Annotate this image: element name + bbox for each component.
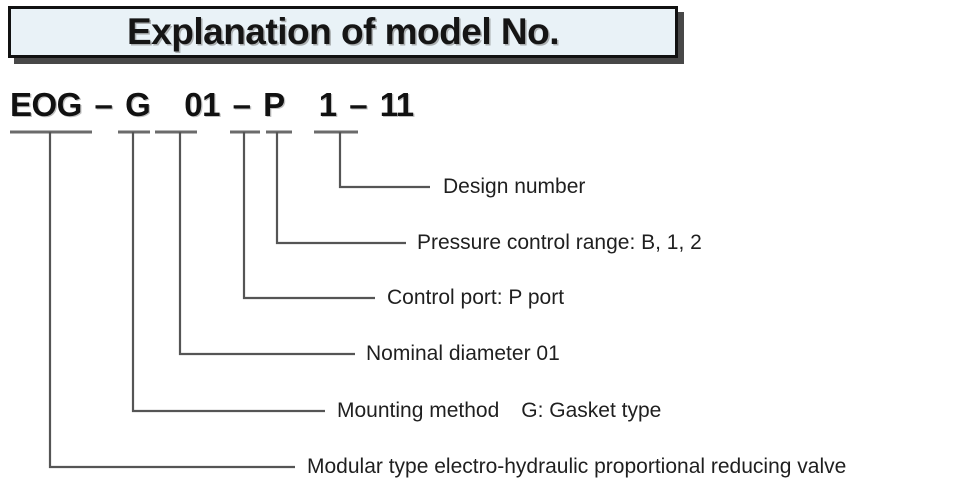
- callout-label-mounting-method: Mounting method G: Gasket type: [337, 400, 661, 421]
- model-segment-series: EOG: [10, 86, 82, 123]
- callout-label-valve-type: Modular type electro-hydraulic proportio…: [307, 456, 846, 477]
- leader-line-control-port: [242, 132, 375, 300]
- model-spacer-2: [293, 86, 310, 124]
- callout-label-control-port: Control port: P port: [387, 287, 564, 308]
- model-separator-2: –: [232, 86, 251, 123]
- callout-label-control-port-text: Control port: P port: [387, 286, 565, 309]
- title-banner: Explanation of model No.: [8, 6, 678, 58]
- callout-label-pressure-control-range: Pressure control range: B, 1, 2: [417, 232, 702, 253]
- callout-label-design-number: Design number: [443, 176, 585, 197]
- leader-line-mounting-method: [131, 132, 325, 413]
- leader-line-design-number: [338, 132, 430, 189]
- leader-line-pressure-control-range: [275, 132, 406, 245]
- callout-label-nominal-diameter-text: Nominal diameter 01: [366, 342, 560, 365]
- page-title: Explanation of model No.: [126, 11, 560, 52]
- model-separator-3: –: [349, 86, 368, 123]
- leader-line-valve-type: [48, 132, 295, 469]
- model-spacer-1: [159, 86, 176, 124]
- callout-label-design-number-text: Design number: [443, 175, 586, 198]
- model-segment-pressure-range: 1: [318, 86, 337, 123]
- model-segment-nominal: 01: [184, 86, 220, 123]
- model-segment-control-port: P: [263, 86, 285, 123]
- callout-label-valve-type-text: Modular type electro-hydraulic proportio…: [307, 455, 847, 478]
- callout-label-nominal-diameter: Nominal diameter 01: [366, 343, 560, 364]
- model-segment-design-number: 11: [379, 86, 414, 123]
- callout-label-pressure-control-range-text: Pressure control range: B, 1, 2: [417, 231, 702, 254]
- leader-line-nominal-diameter: [178, 132, 355, 356]
- model-separator-1: –: [94, 86, 113, 123]
- callout-label-mounting-method-text: Mounting method: [337, 399, 500, 422]
- model-code: EOG – G 01 – P 1 – 11: [10, 86, 414, 126]
- callout-label-mounting-method-suffix: G: Gasket type: [521, 399, 662, 422]
- model-segment-mounting: G: [125, 86, 151, 123]
